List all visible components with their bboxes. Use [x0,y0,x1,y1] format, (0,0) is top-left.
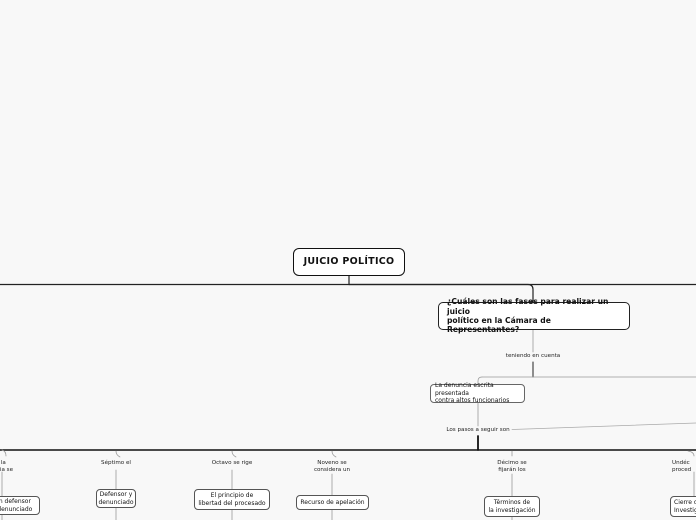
step-5-box[interactable]: Términos de la investigación [484,496,540,517]
step-3-box[interactable]: El principio de libertad del procesado [194,489,270,510]
step-1-label: en la toria se [0,460,14,473]
link-question [348,283,534,303]
denuncia-text: La denuncia escrita presentada contra al… [435,382,510,405]
step-5-label: Décimo se fijarán los [497,460,527,473]
drop-step-2 [115,450,121,458]
root-node[interactable]: JUICIO POLÍTICO [293,248,405,276]
drop-step-1 [1,449,7,457]
step-3-text: El principio de libertad del procesado [198,492,266,507]
step-3-label: Octavo se rige [211,460,253,466]
step-4-box[interactable]: Recurso de apelación [296,495,369,510]
step-2-box[interactable]: Defensor y denunciado [96,489,136,508]
step-6-label: Undéc proced [672,460,692,473]
drop-step-6 [687,450,695,457]
drop-step-3 [231,450,237,458]
denuncia-node[interactable]: La denuncia escrita presentada contra al… [430,382,525,405]
link-denuncia-v [477,376,483,385]
step-6-box[interactable]: Cierre d Investiga [670,496,696,517]
question-node[interactable]: ¿Cuáles son las fases para realizar un j… [438,297,630,334]
step-4-label: Noveno se considera un [313,460,351,473]
drop-step-4 [331,450,337,458]
question-text: ¿Cuáles son las fases para realizar un j… [447,297,609,335]
step-1-box[interactable]: un defensor l denunciado [0,496,40,515]
step-1-text: un defensor l denunciado [0,498,33,513]
root-title: JUICIO POLÍTICO [303,256,395,268]
connector-teniendo: teniendo en cuenta [505,353,561,359]
step-4-text: Recurso de apelación [300,498,365,506]
link-pasos-right [511,422,696,430]
connector-pasos: Los pasos a seguir son [446,426,510,433]
step-5-text: Términos de la investigación [488,499,536,514]
step-2-label: Séptimo el [101,460,131,466]
step-2-text: Defensor y denunciado [98,491,134,506]
step-6-text: Cierre d Investiga [674,499,696,514]
